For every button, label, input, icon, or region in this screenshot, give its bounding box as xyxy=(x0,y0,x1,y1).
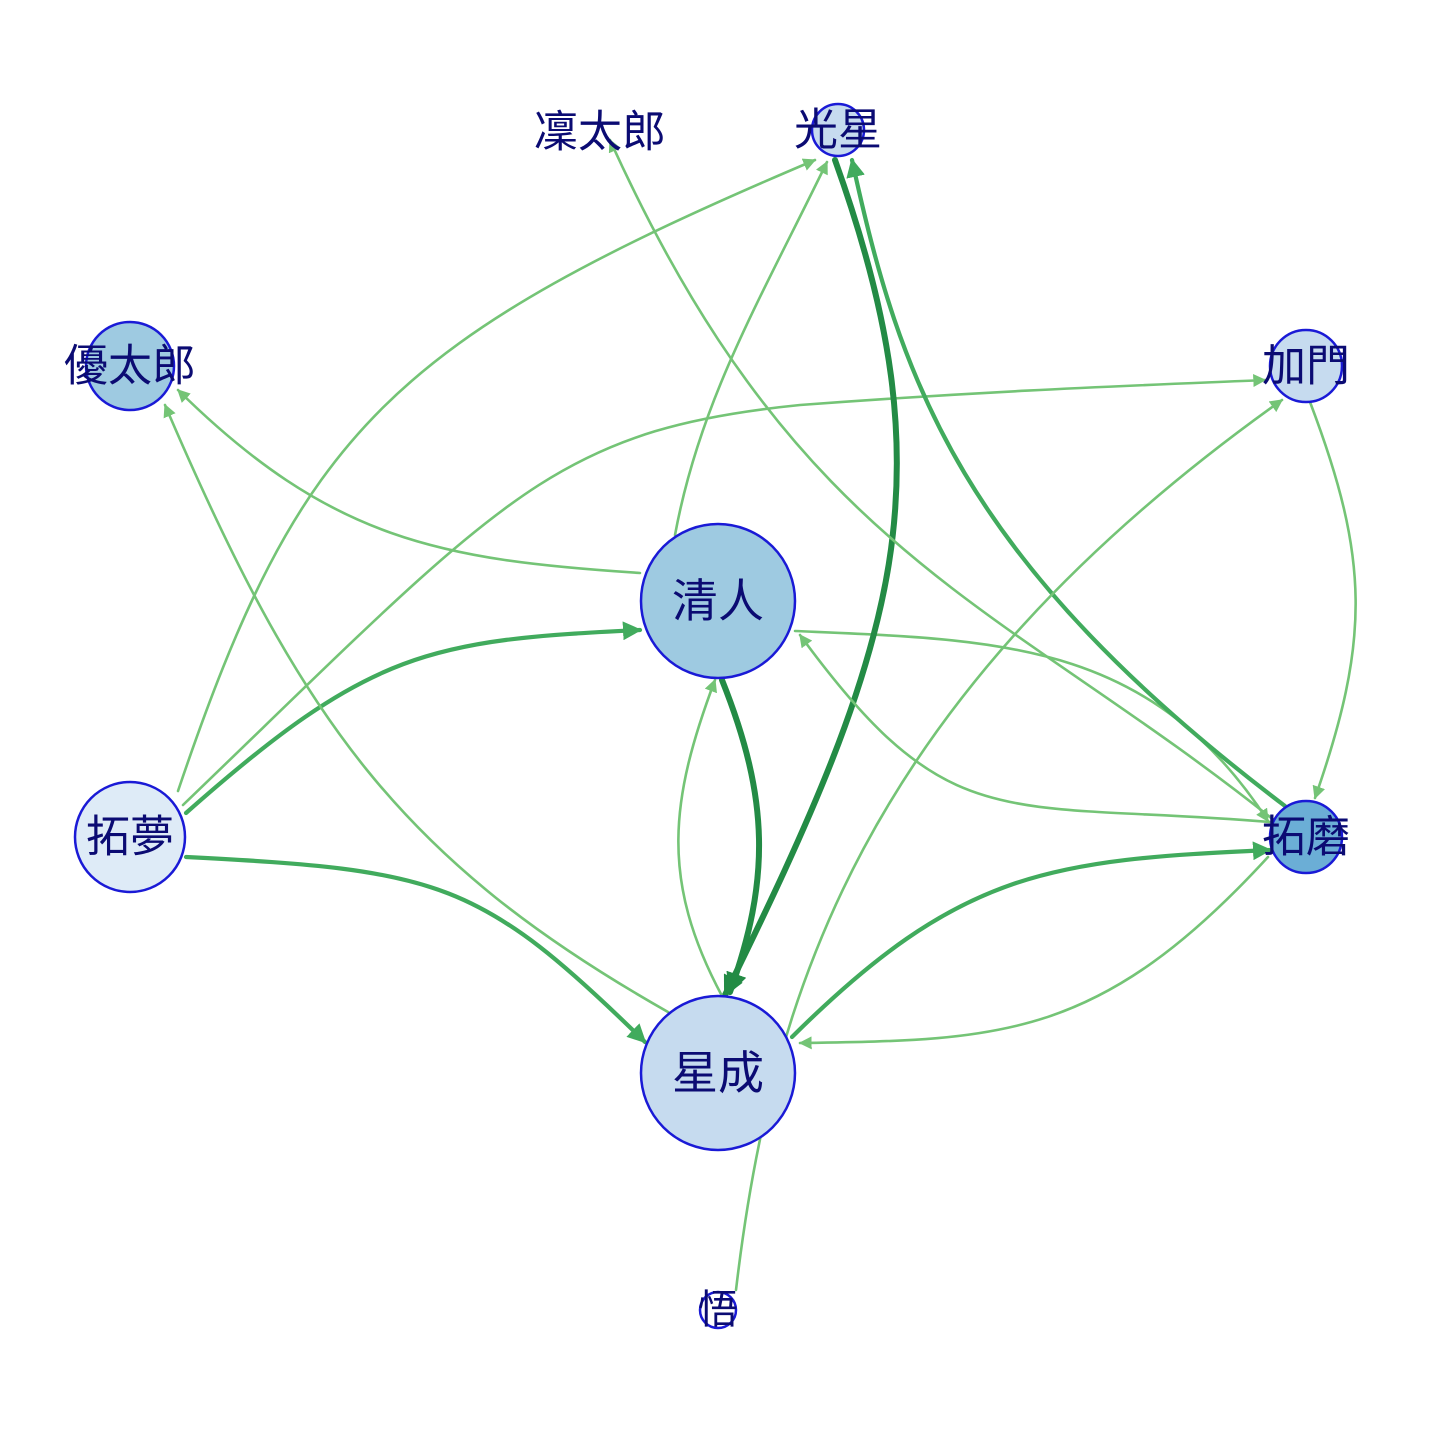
node-label-kamon: 加門 xyxy=(1262,341,1350,392)
node-label-rintaro: 凜太郎 xyxy=(534,107,666,158)
edge-seinari-to-kiyoto xyxy=(677,678,724,998)
edge-kosei-to-seinari xyxy=(722,157,900,998)
edge-takumu-to-seinari xyxy=(183,854,648,1045)
edge-seinari-to-takuma xyxy=(789,841,1273,1040)
node-label-yutaro: 優太郎 xyxy=(64,341,196,392)
edge-takuma-to-kosei xyxy=(846,157,1288,809)
edge-takumu-to-kamon xyxy=(181,374,1267,807)
node-label-takumu: 拓夢 xyxy=(86,812,174,863)
node-seinari[interactable] xyxy=(639,994,797,1152)
node-takuma[interactable] xyxy=(1268,799,1344,875)
edge-takumu-to-kiyoto xyxy=(183,621,643,816)
edge-takuma-to-kiyoto xyxy=(798,633,1272,824)
edge-takuma-to-rintaro xyxy=(608,138,1282,827)
node-satoru[interactable] xyxy=(698,1290,738,1330)
edge-takumu-to-kosei xyxy=(176,158,817,793)
node-label-satoru: 悟 xyxy=(698,1287,738,1333)
node-kosei[interactable] xyxy=(810,102,866,158)
edge-takuma-to-seinari xyxy=(798,855,1270,1050)
edges-layer xyxy=(163,138,1357,1292)
edge-satoru-to-kamon xyxy=(734,398,1284,1292)
node-label-kiyoto: 清人 xyxy=(672,574,764,628)
nodes-layer xyxy=(73,102,1344,1330)
node-yutaro[interactable] xyxy=(84,320,176,412)
edge-kiyoto-to-kosei xyxy=(673,160,829,537)
edge-kiyoto-to-takuma xyxy=(793,629,1270,823)
node-takumu[interactable] xyxy=(73,780,187,894)
node-kamon[interactable] xyxy=(1268,328,1344,404)
edge-kamon-to-takuma xyxy=(1308,400,1357,800)
edge-seinari-to-yutaro xyxy=(163,403,670,1014)
node-kiyoto[interactable] xyxy=(639,522,797,680)
node-label-kosei: 光星 xyxy=(794,105,882,156)
edge-kiyoto-to-seinari xyxy=(719,677,763,995)
node-label-takuma: 拓磨 xyxy=(1262,812,1350,863)
edge-kiyoto-to-yutaro xyxy=(176,388,642,575)
node-label-seinari: 星成 xyxy=(672,1046,764,1100)
